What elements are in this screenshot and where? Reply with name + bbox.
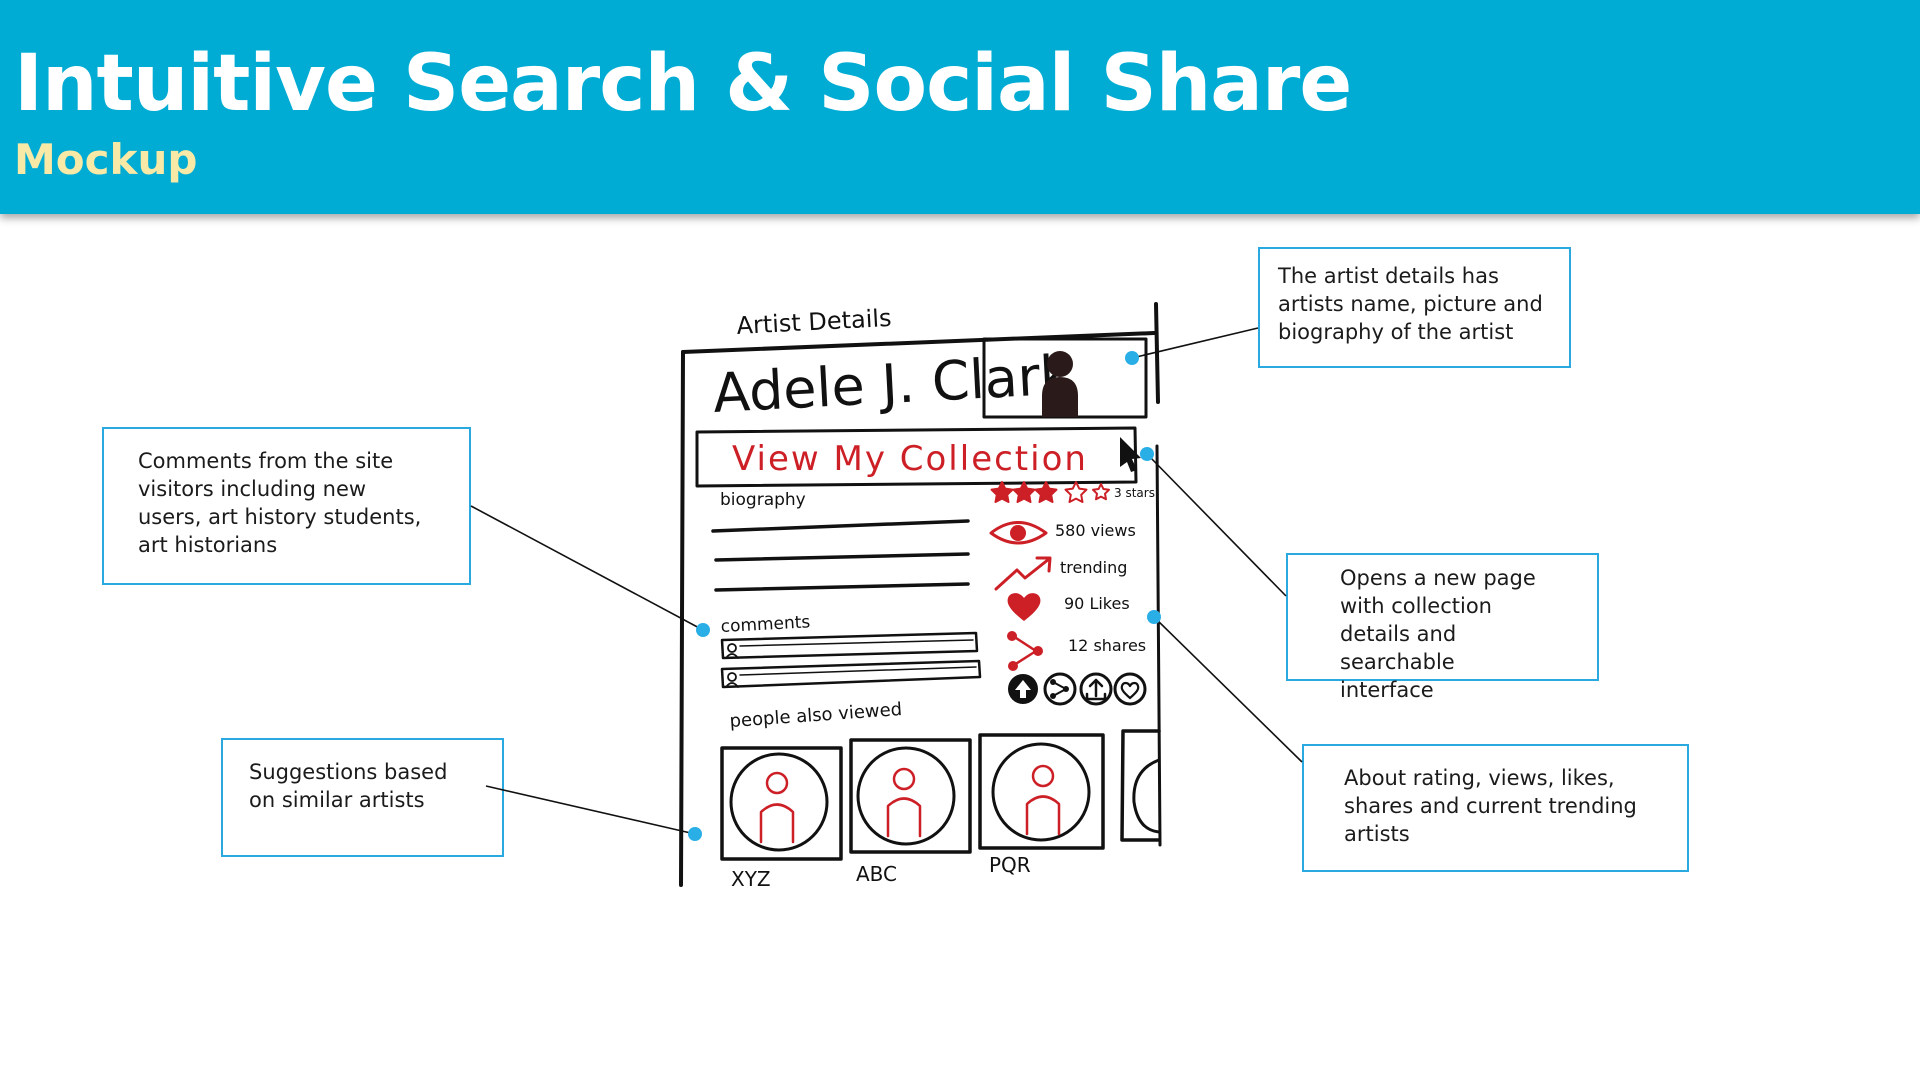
star-icon: [1034, 481, 1058, 503]
also-viewed-label: people also viewed: [729, 699, 903, 732]
suggestion-frame: [720, 746, 843, 861]
title-banner: Intuitive Search & Social Share Mockup: [0, 0, 1920, 214]
comment-row: [720, 631, 979, 660]
person-icon: [759, 771, 795, 844]
upload-icon[interactable]: [1079, 672, 1113, 706]
callout-stats-text: About rating, views, likes, shares and c…: [1344, 766, 1637, 846]
star-icon: [1092, 483, 1110, 501]
frame-right-edge-lower: [1155, 444, 1162, 847]
artist-photo-icon: [1042, 351, 1078, 417]
star-icon: [1064, 481, 1088, 503]
marker-dot: [1147, 610, 1161, 624]
biography-line-2: [714, 552, 970, 562]
commenter-avatar-icon: [725, 643, 739, 659]
callout-collection: Opens a new page with collection details…: [1286, 553, 1599, 702]
person-icon: [1025, 764, 1061, 836]
suggestion-frame: [978, 733, 1105, 850]
wireframe-sketch: Artist Details Adele J. Clark View My Co…: [679, 302, 1162, 891]
marker-dot: [1125, 351, 1139, 365]
connector-artist-details: [1131, 327, 1259, 359]
marker-dot: [696, 623, 710, 637]
suggestion-card-2[interactable]: ABC: [849, 738, 972, 886]
artist-name: Adele J. Clark: [711, 343, 1073, 425]
callout-artist-details-text: The artist details has artists name, pic…: [1278, 264, 1543, 344]
callout-stats: About rating, views, likes, shares and c…: [1302, 744, 1689, 872]
suggestion-frame: [849, 738, 972, 854]
favorite-icon[interactable]: [1113, 672, 1147, 706]
commenter-avatar-icon: [725, 672, 739, 688]
suggestion-card-1[interactable]: XYZ: [720, 746, 843, 891]
callout-artist-details: The artist details has artists name, pic…: [1258, 247, 1571, 368]
frame-right-edge-upper: [1154, 302, 1160, 404]
suggestion-avatar-circle: [729, 752, 829, 852]
suggestion-avatar-circle: [991, 742, 1091, 842]
rating-text: 3 stars: [1114, 486, 1155, 500]
heart-icon: [1007, 593, 1041, 621]
connector-suggestions: [485, 785, 696, 835]
suggestion-name: PQR: [989, 853, 1031, 877]
view-collection-button[interactable]: [695, 426, 1138, 488]
slide-title: Intuitive Search & Social Share: [14, 39, 1352, 129]
cursor-icon: [1120, 437, 1141, 472]
suggestion-name: XYZ: [731, 867, 771, 891]
shares-text: 12 shares: [1068, 636, 1146, 655]
suggestion-card-3[interactable]: PQR: [978, 733, 1105, 877]
star-icon: [990, 481, 1014, 503]
connector-stats: [1153, 616, 1303, 763]
eye-icon: [989, 521, 1048, 545]
callout-markers: [688, 351, 1161, 841]
marker-dot: [1140, 447, 1154, 461]
frame-top-edge: [681, 331, 1156, 354]
trending-arrow-icon: [994, 556, 1052, 591]
upvote-icon[interactable]: [1008, 674, 1038, 704]
views-text: 580 views: [1055, 521, 1136, 540]
share-circle-icon[interactable]: [1043, 672, 1077, 706]
suggestion-card-4-partial[interactable]: [1120, 729, 1161, 842]
trending-text: trending: [1060, 558, 1127, 577]
rating-stars: [990, 481, 1110, 503]
biography-label: biography: [720, 490, 806, 510]
screen-label: Artist Details: [736, 304, 892, 340]
person-icon: [886, 767, 922, 838]
comment-row: [720, 659, 982, 689]
callout-collection-text: Opens a new page with collection details…: [1340, 566, 1536, 702]
biography-line-3: [714, 582, 970, 592]
share-icon: [1007, 631, 1043, 671]
callout-suggestions-text: Suggestions based on similar artists: [249, 760, 448, 812]
star-icon: [1012, 481, 1036, 503]
callout-suggestions: Suggestions based on similar artists: [221, 738, 504, 857]
suggestion-name: ABC: [856, 862, 897, 886]
connector-comments: [470, 505, 704, 631]
view-collection-label: View My Collection: [732, 439, 1088, 479]
callout-connectors: [470, 327, 1303, 835]
marker-dot: [688, 827, 702, 841]
comments-label: comments: [720, 612, 811, 637]
suggestion-avatar-circle: [856, 746, 956, 846]
callout-comments: Comments from the site visitors includin…: [102, 427, 471, 585]
connector-collection: [1146, 453, 1287, 597]
biography-line-1: [711, 519, 970, 533]
slide-subtitle: Mockup: [14, 135, 198, 184]
likes-text: 90 Likes: [1064, 594, 1130, 613]
callout-comments-text: Comments from the site visitors includin…: [138, 449, 422, 557]
